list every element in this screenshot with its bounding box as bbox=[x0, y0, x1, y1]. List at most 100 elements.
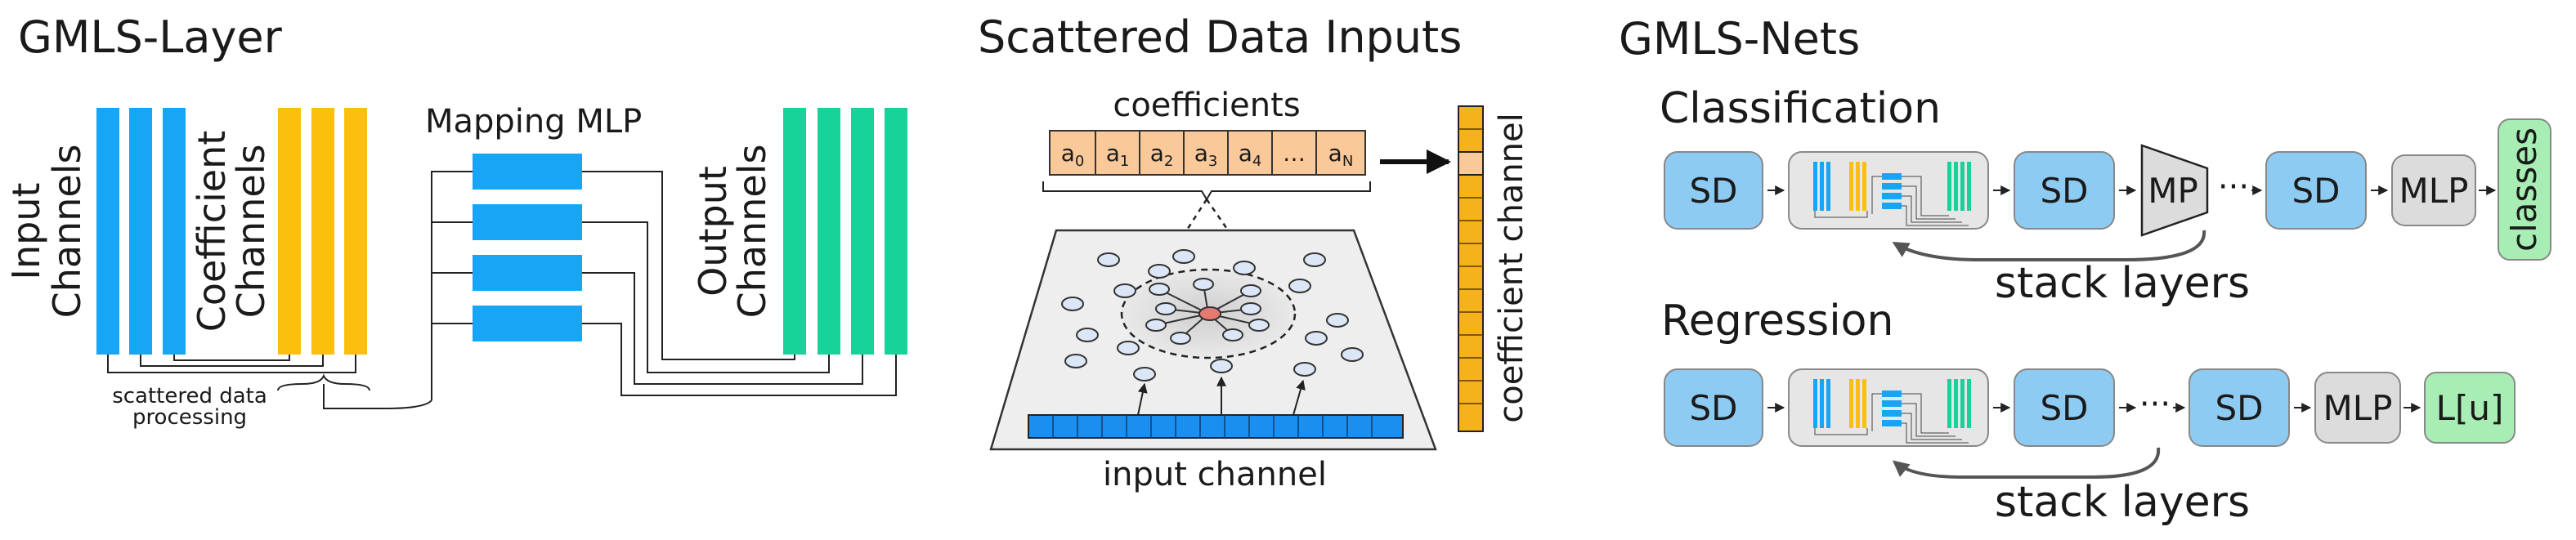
coefficient-channel-bar bbox=[344, 108, 367, 355]
coefficient-labels: a0 a1 a2 a3 a4 … aN bbox=[1061, 140, 1354, 170]
stack-layers-loop-arrow bbox=[1892, 230, 2206, 261]
classes-node bbox=[2498, 118, 2551, 261]
coefficient-channel-label: coefficient channel bbox=[1493, 113, 1530, 423]
mp-node-label: MP bbox=[2148, 171, 2198, 211]
input-channel-bar bbox=[96, 108, 119, 355]
connector-line bbox=[173, 355, 290, 361]
brace-icon bbox=[277, 373, 370, 391]
regression-heading: Regression bbox=[1661, 297, 1893, 346]
input-channel-label: input channel bbox=[1103, 456, 1327, 493]
output-node-label: L[u] bbox=[2436, 388, 2504, 428]
gmls-layer-thumbnail bbox=[1788, 151, 1989, 230]
sd-node-label: SD bbox=[2292, 171, 2340, 211]
input-channel-bar bbox=[163, 108, 186, 355]
sd-node bbox=[1664, 368, 1763, 447]
input-channel-strip bbox=[1028, 414, 1404, 439]
output-node bbox=[2424, 372, 2516, 444]
coefficient-cell bbox=[1183, 130, 1229, 176]
coefficient-label: a2 bbox=[1150, 140, 1174, 170]
input-channels bbox=[96, 108, 186, 355]
sd-node bbox=[2014, 368, 2115, 447]
gmls-layer-thumbnail bbox=[1788, 368, 1989, 447]
coefficient-cell bbox=[1095, 130, 1140, 176]
highlighted-cell bbox=[1458, 151, 1484, 176]
coefficient-label: aN bbox=[1328, 140, 1354, 170]
stack-layers-label: stack layers bbox=[1995, 259, 2250, 308]
connector-line bbox=[582, 171, 795, 360]
mlp-unit bbox=[473, 154, 582, 190]
mapping-mlp bbox=[473, 154, 582, 341]
panel-title-gmls-nets: GMLS-Nets bbox=[1619, 13, 1860, 65]
input-channels-label-1: Input bbox=[4, 182, 48, 279]
coefficient-label: a0 bbox=[1061, 140, 1085, 170]
arrow-up-icon bbox=[1137, 382, 1148, 416]
scattered-data-note-2: processing bbox=[132, 405, 247, 430]
connector-line bbox=[582, 323, 897, 396]
classification-pipeline: SD SD MP ··· SD ML bbox=[1664, 118, 2551, 308]
connector-line bbox=[582, 272, 863, 385]
classification-heading: Classification bbox=[1660, 84, 1941, 133]
output-channel-bar bbox=[818, 108, 840, 355]
mlp-node bbox=[2391, 154, 2476, 226]
sd-node-label: SD bbox=[2040, 171, 2088, 211]
mlp-unit bbox=[473, 255, 582, 291]
connector-line bbox=[107, 355, 356, 373]
mapping-mlp-label: Mapping MLP bbox=[425, 103, 642, 141]
coefficient-label: a4 bbox=[1239, 140, 1262, 170]
input-channel-bar bbox=[129, 108, 152, 355]
connector-line bbox=[582, 221, 830, 373]
coefficient-cell bbox=[1139, 130, 1185, 176]
sd-node bbox=[2265, 151, 2367, 230]
mlp-node bbox=[2314, 372, 2401, 444]
gmls-nets-panel: GMLS-Nets Classification SD SD MP bbox=[1619, 13, 2551, 527]
sd-node bbox=[2014, 151, 2115, 230]
stack-layers-loop-arrow bbox=[1892, 447, 2161, 479]
output-channels-label-1: Output bbox=[691, 166, 735, 297]
connector-line bbox=[431, 171, 473, 400]
scattered-points bbox=[1061, 249, 1364, 382]
ellipsis: ··· bbox=[2218, 168, 2249, 206]
coefficient-channels-label-2: Channels bbox=[229, 145, 273, 319]
input-channels-label-2: Channels bbox=[45, 145, 89, 319]
coefficient-label: a1 bbox=[1106, 140, 1130, 170]
mp-node bbox=[2140, 144, 2209, 237]
mlp-node-label: MLP bbox=[2323, 388, 2393, 428]
coefficient-cell bbox=[1227, 130, 1273, 176]
coefficients-label: coefficients bbox=[1113, 87, 1300, 124]
mlp-unit bbox=[473, 204, 582, 240]
coefficient-cell bbox=[1271, 130, 1317, 176]
coefficient-row bbox=[1049, 130, 1366, 176]
sd-node-label: SD bbox=[2040, 388, 2088, 428]
sd-node-label: SD bbox=[1689, 171, 1737, 211]
gmls-layer-panel: GMLS-Layer Input Channels Coefficient Ch… bbox=[4, 11, 907, 430]
scattered-data-panel: Scattered Data Inputs coefficients a0 a1… bbox=[978, 11, 1530, 493]
brace-icon bbox=[1042, 181, 1371, 201]
sd-node bbox=[1664, 151, 1763, 230]
connector-line bbox=[323, 384, 432, 409]
coefficient-channel-bar bbox=[311, 108, 334, 355]
output-channels bbox=[783, 108, 907, 355]
classes-node-label: classes bbox=[2504, 127, 2544, 252]
coefficient-channels-label-1: Coefficient bbox=[190, 131, 234, 332]
sd-node-label: SD bbox=[2215, 388, 2263, 428]
sd-node-label: SD bbox=[1689, 388, 1737, 428]
connector-line bbox=[140, 355, 324, 367]
panel-title-gmls-layer: GMLS-Layer bbox=[18, 11, 283, 63]
output-channels-label-2: Channels bbox=[730, 145, 774, 319]
panel-title-scattered-data: Scattered Data Inputs bbox=[978, 11, 1462, 63]
coefficient-cell bbox=[1049, 130, 1096, 176]
coefficient-label: a3 bbox=[1194, 140, 1218, 170]
ellipsis: ··· bbox=[2139, 386, 2171, 423]
mlp-node-label: MLP bbox=[2399, 171, 2469, 211]
coefficient-channels bbox=[278, 108, 367, 355]
center-point bbox=[1198, 306, 1221, 321]
stack-layers-label: stack layers bbox=[1995, 478, 2250, 527]
arrow-up-icon bbox=[1292, 379, 1306, 416]
output-channel-bar bbox=[885, 108, 907, 355]
output-channel-bar bbox=[851, 108, 874, 355]
scattered-data-note-1: scattered data bbox=[112, 384, 267, 408]
sd-node bbox=[2188, 368, 2290, 447]
coefficient-cell bbox=[1315, 130, 1366, 176]
coefficient-channel-strip bbox=[1458, 105, 1484, 432]
